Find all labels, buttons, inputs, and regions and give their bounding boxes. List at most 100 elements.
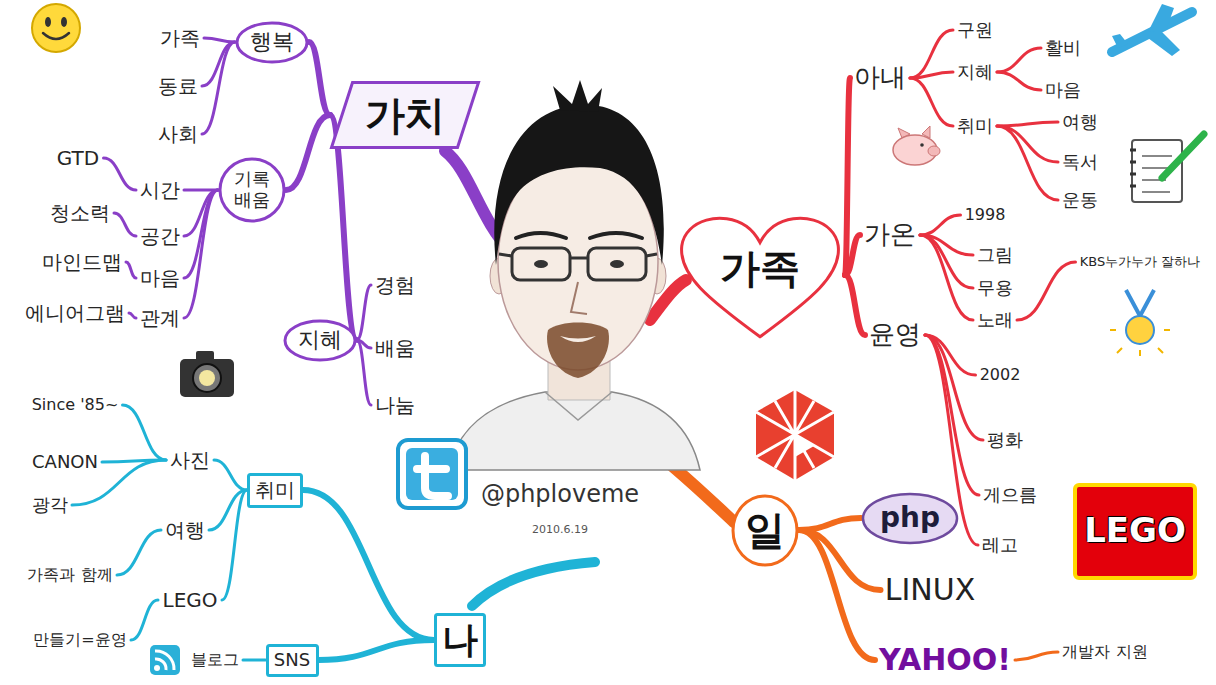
label-holder: LEGO: [1084, 511, 1186, 550]
branch-word: 청소력: [46, 201, 114, 226]
camera-glass: [199, 370, 215, 386]
branch-line: [910, 72, 953, 78]
twitter-icon: [398, 440, 466, 508]
branch-line: [357, 285, 371, 340]
branch-line: [799, 530, 875, 660]
node-text: 가족: [160, 27, 200, 50]
node-text: 가족과 함께: [27, 566, 112, 584]
branch-word: LINUX: [881, 572, 980, 609]
node-text: 공간: [140, 225, 180, 248]
branch-word: 공간: [136, 224, 184, 249]
branch-line: [104, 158, 137, 190]
node-text: 에니어그램: [25, 302, 125, 325]
camera-lens: [193, 364, 221, 392]
cyan-branch: [472, 562, 595, 606]
branch-line: [997, 126, 1058, 162]
branch-word: 아내: [850, 62, 910, 94]
branch-word: 마음: [1041, 79, 1085, 102]
branch-word: KBS누가누가 잘하나: [1076, 254, 1205, 271]
twitter-tile: [406, 448, 458, 500]
hair-tuft: [553, 80, 602, 112]
node-text: 게으름: [983, 485, 1037, 506]
node-text: 여행: [165, 519, 205, 542]
branch-word: 사회: [154, 122, 202, 147]
circled-node-shape: [285, 321, 355, 360]
branch-word: 만들기=윤영: [29, 630, 131, 651]
node-text: 블로그: [191, 651, 239, 669]
notepad-icon: [1130, 134, 1204, 202]
twitter-mark: [417, 456, 448, 496]
circled-node-shape: [237, 23, 307, 62]
node-text: 운동: [1062, 190, 1098, 211]
branch-word: 마음: [136, 266, 184, 291]
branch-word: 지혜: [953, 61, 997, 84]
label-holder: 2010.6.19: [532, 524, 588, 537]
branch-word: 레고: [978, 534, 1022, 557]
node-text: LEGO: [162, 589, 217, 612]
node-text: LINUX: [885, 573, 976, 608]
node-text: SNS: [274, 650, 310, 671]
branch-word: 활비: [1041, 37, 1085, 60]
branch-word: 평화: [983, 429, 1027, 452]
node-text: 활비: [1045, 38, 1081, 59]
node-text: 그림: [977, 245, 1013, 266]
branch-word: CANON: [28, 451, 102, 474]
airplane-icon: [1112, 4, 1192, 56]
node-text: 레고: [982, 535, 1018, 556]
collar: [545, 392, 612, 420]
branch-line: [309, 42, 330, 115]
circled-node-shape: [220, 159, 284, 221]
branch-word: 마인드맵: [38, 250, 126, 275]
branch-line: [1015, 652, 1058, 660]
pig-eye: [920, 143, 924, 147]
branch-word: 배움: [371, 336, 419, 361]
node-text: GTD: [57, 147, 99, 170]
branch-word: 가온: [860, 219, 920, 251]
pig-snout: [928, 146, 940, 156]
branch-word: YAHOO!: [875, 642, 1015, 679]
value-diamond: 가치: [330, 81, 480, 149]
branch-line: [204, 38, 235, 42]
node-text: 행복: [250, 29, 294, 54]
node-text: 마음: [140, 267, 180, 290]
branch-word: 여행: [1058, 111, 1102, 134]
value-diamond-shape: [332, 83, 479, 148]
branch-word: 관계: [136, 306, 184, 331]
branch-word: 취미: [953, 115, 997, 138]
branch-word: 가족: [156, 26, 204, 51]
circled-node: 행복: [235, 21, 309, 64]
node-text: 지혜: [298, 327, 342, 352]
camera-icon: [180, 351, 234, 397]
node-text: 가치: [365, 92, 445, 138]
rss-icon: [150, 645, 180, 675]
node-text: 관계: [140, 307, 180, 330]
branch-line: [319, 640, 435, 660]
circled-node-shape: [733, 496, 797, 565]
branch-word: 나눔: [371, 393, 419, 418]
branch-line: [114, 213, 136, 236]
glasses: [512, 248, 570, 280]
rss-arcs: [155, 651, 174, 670]
camera-body: [180, 359, 234, 397]
branch-word: 게으름: [979, 484, 1041, 507]
branch-line: [997, 48, 1041, 72]
node-text: KBS누가누가 잘하나: [1080, 255, 1201, 270]
branch-line: [357, 340, 371, 405]
branch-line: [845, 275, 865, 335]
branch-word: 구원: [953, 19, 997, 42]
node-text: php: [880, 502, 940, 534]
branch-line: [202, 42, 235, 86]
node-text: 시간: [140, 179, 180, 202]
node-text: 가족: [720, 245, 800, 291]
date-note: 2010.6.19: [532, 524, 588, 537]
branch-word: 독서: [1058, 151, 1102, 174]
smiley-face: [32, 4, 80, 52]
branch-word: 광각: [28, 494, 72, 517]
node-text: 무용: [977, 278, 1013, 299]
branch-line: [126, 262, 136, 278]
twitter-handle: @phploveme: [481, 481, 639, 509]
hexagon: [756, 390, 834, 480]
logo-oval: php: [861, 492, 959, 545]
branch-word: 여행: [161, 518, 209, 543]
